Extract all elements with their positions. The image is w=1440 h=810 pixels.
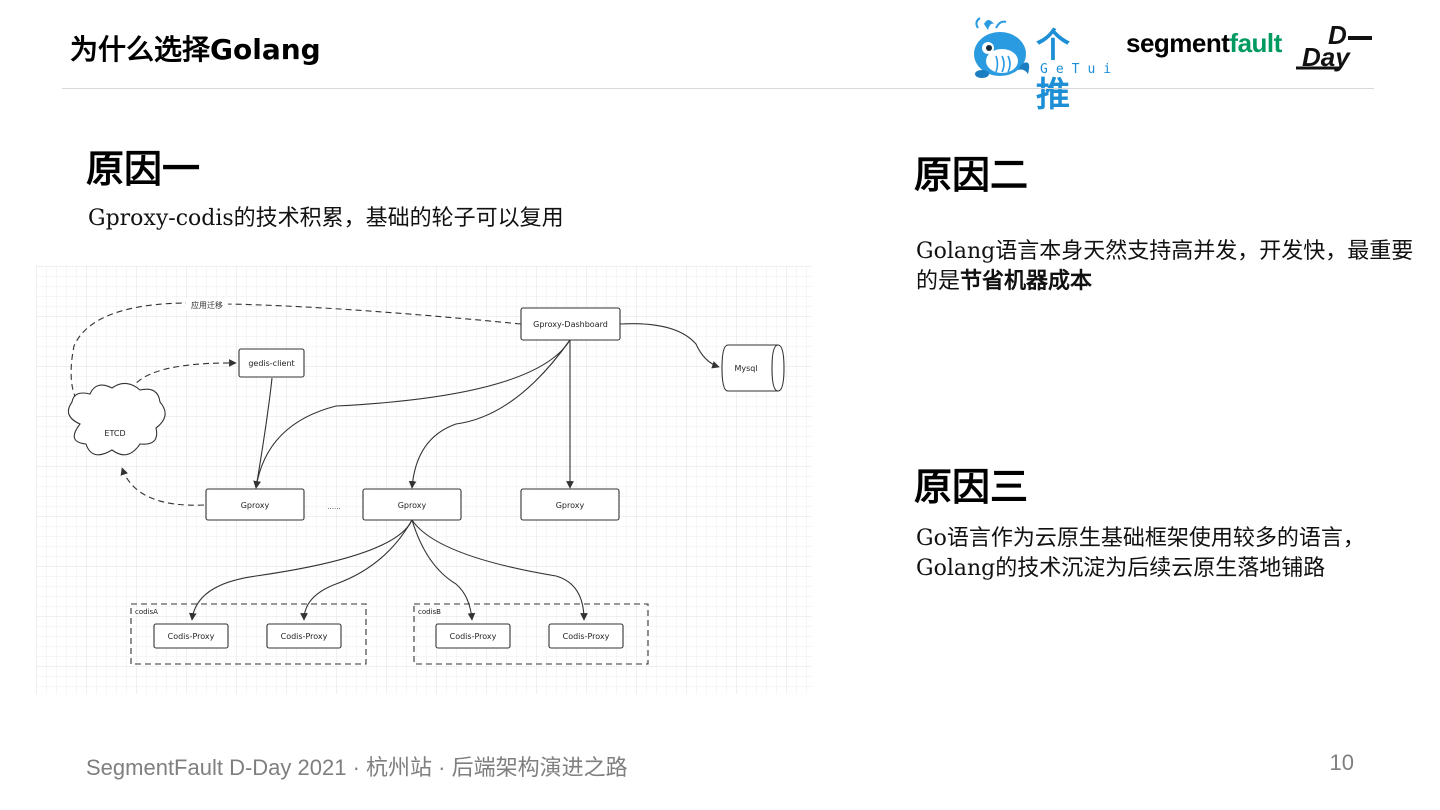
dday-logo-icon: D Day bbox=[1296, 20, 1372, 72]
slide-title: 为什么选择Golang bbox=[70, 33, 321, 66]
node-codis-proxy-3: Codis-Proxy bbox=[435, 623, 511, 649]
footer-text: SegmentFault D-Day 2021 · 杭州站 · 后端架构演进之路 bbox=[86, 755, 628, 780]
group-codis-b: codisB bbox=[413, 603, 649, 665]
node-gproxy-3: Gproxy bbox=[520, 488, 620, 521]
edge-gproxy-proxy4 bbox=[411, 519, 588, 621]
header-divider bbox=[62, 88, 1374, 89]
node-codis-proxy-4-label: Codis-Proxy bbox=[563, 632, 610, 641]
edge-dashboard-gproxy1 bbox=[253, 339, 571, 489]
node-gproxy-1: Gproxy bbox=[205, 488, 305, 521]
edge-gproxy-proxy2 bbox=[300, 519, 413, 621]
edge-client-gproxy bbox=[253, 377, 273, 489]
node-codis-proxy-2: Codis-Proxy bbox=[266, 623, 342, 649]
node-client-label: gedis-client bbox=[248, 359, 294, 368]
node-codis-proxy-1-label: Codis-Proxy bbox=[168, 632, 215, 641]
node-codis-proxy-2-label: Codis-Proxy bbox=[281, 632, 328, 641]
diagram-grid bbox=[36, 266, 812, 694]
edge-gproxy-proxy3 bbox=[411, 519, 476, 621]
getui-en-label: GeTui bbox=[1040, 62, 1120, 77]
whale-mascot-icon bbox=[974, 17, 1030, 78]
reason-one-title: 原因一 bbox=[86, 147, 201, 191]
node-dashboard-label: Gproxy-Dashboard bbox=[533, 320, 608, 329]
sf-segment-text: segment bbox=[1126, 28, 1230, 58]
reason-three-title: 原因三 bbox=[914, 465, 1029, 509]
group-codis-b-label: codisB bbox=[418, 608, 441, 616]
edge-etcd-client bbox=[127, 359, 237, 401]
svg-text:D: D bbox=[1328, 20, 1347, 50]
getui-cn-label: 个推 bbox=[1036, 26, 1074, 115]
edge-gproxy-proxy1 bbox=[188, 519, 413, 621]
node-etcd: ETCD bbox=[67, 382, 166, 456]
edge-label-migration: 应用迁移 bbox=[191, 300, 223, 310]
edge-dashboard-mysql bbox=[619, 323, 720, 369]
node-gedis-client: gedis-client bbox=[238, 348, 305, 378]
node-gproxy-2: Gproxy bbox=[362, 488, 462, 521]
logo-bar: 个推 GeTui segmentfault D Day bbox=[966, 14, 1376, 115]
node-mysql: Mysql bbox=[721, 344, 785, 392]
group-codis-a: codisA bbox=[130, 603, 367, 665]
architecture-diagram: 应用迁移 Gproxy-Dashboard Mysql gedis-client… bbox=[36, 266, 812, 694]
reason-two-text: Golang语言本身天然支持高并发，开发快，最重要的是节省机器成本 bbox=[916, 237, 1416, 297]
reason-two-text-plain: Golang语言本身天然支持高并发，开发快，最重要的是 bbox=[916, 239, 1414, 294]
page-number: 10 bbox=[1329, 750, 1354, 775]
getui-logo: 个推 GeTui bbox=[966, 14, 1111, 115]
edge-dashboard-gproxy2 bbox=[408, 339, 571, 489]
segmentfault-logo: segmentfault bbox=[1126, 28, 1282, 59]
node-gproxy-1-label: Gproxy bbox=[241, 501, 270, 510]
reason-three-text: Go语言作为云原生基础框架使用较多的语言， Golang的技术沉淀为后续云原生落… bbox=[916, 524, 1416, 584]
reason-three-line1: Go语言作为云原生基础框架使用较多的语言， bbox=[916, 526, 1365, 551]
group-codis-a-label: codisA bbox=[135, 608, 158, 616]
node-codis-proxy-1: Codis-Proxy bbox=[153, 623, 229, 649]
node-gproxy-2-label: Gproxy bbox=[398, 501, 427, 510]
node-etcd-label: ETCD bbox=[104, 429, 125, 438]
node-dashboard: Gproxy-Dashboard bbox=[520, 307, 621, 341]
reason-two-text-bold: 节省机器成本 bbox=[960, 269, 1093, 294]
gproxy-ellipsis: ...... bbox=[327, 503, 340, 511]
sf-fault-text: fault bbox=[1229, 28, 1282, 58]
reason-two-title: 原因二 bbox=[914, 153, 1029, 197]
reason-one-text: Gproxy-codis的技术积累，基础的轮子可以复用 bbox=[88, 206, 564, 231]
edge-gproxy-etcd bbox=[120, 467, 205, 506]
node-mysql-label: Mysql bbox=[734, 364, 757, 373]
node-codis-proxy-4: Codis-Proxy bbox=[548, 623, 624, 649]
node-gproxy-3-label: Gproxy bbox=[556, 501, 585, 510]
reason-three-line2: Golang的技术沉淀为后续云原生落地铺路 bbox=[916, 556, 1326, 581]
node-codis-proxy-3-label: Codis-Proxy bbox=[450, 632, 497, 641]
